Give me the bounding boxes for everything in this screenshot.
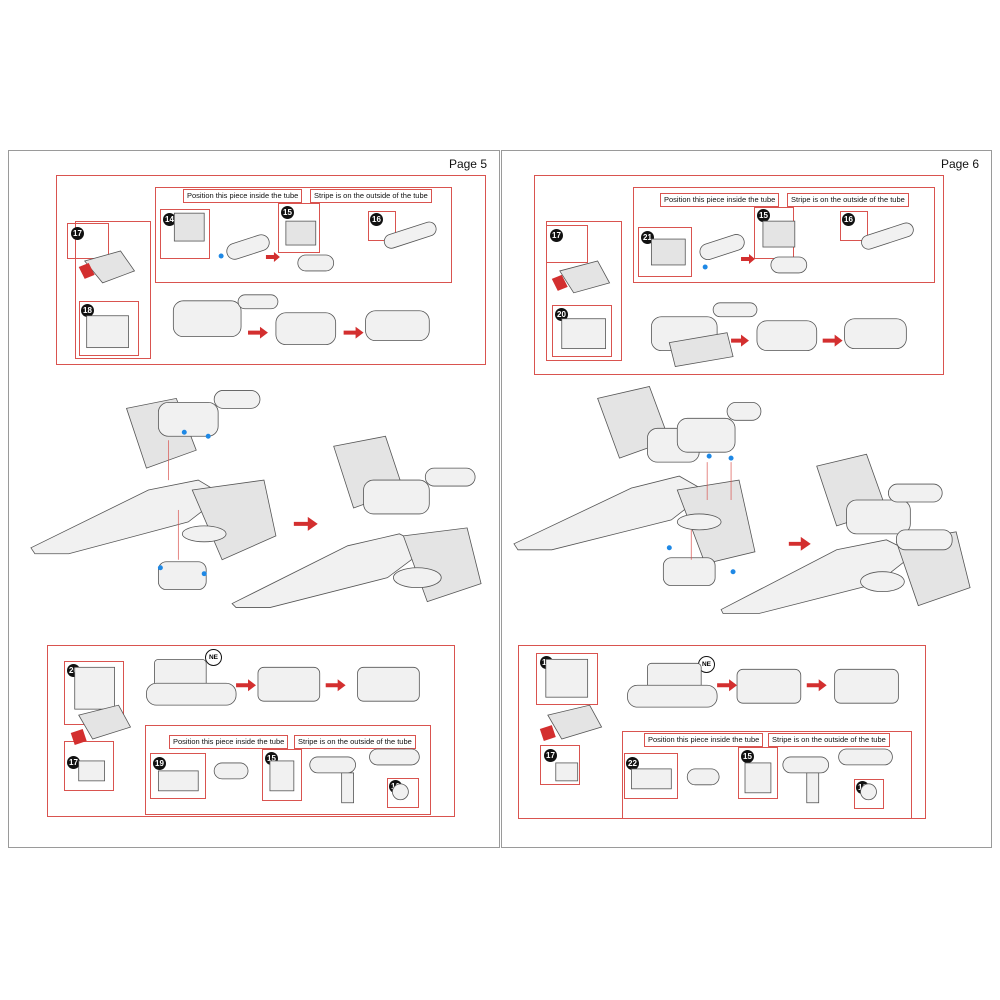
top-inner-box	[633, 187, 935, 283]
note-stripe-outside: Stripe is on the outside of the tube	[787, 193, 909, 207]
part-frame	[150, 753, 206, 799]
ne-badge: NE	[205, 649, 222, 666]
top-side-box	[546, 221, 622, 361]
bottom-inner-box	[622, 731, 912, 819]
top-side-box	[75, 221, 151, 359]
part-frame	[546, 225, 588, 263]
part-frame	[262, 749, 302, 801]
x-wing-model-icon	[720, 453, 971, 614]
part-frame	[854, 779, 884, 809]
page-label: Page 6	[940, 157, 979, 171]
top-assembly-box	[56, 175, 486, 365]
part-frame	[79, 301, 139, 356]
tube-part-icon	[650, 220, 914, 367]
part-frame	[64, 741, 114, 791]
tube-part-icon	[172, 212, 437, 346]
part-frame	[368, 211, 396, 241]
step-badge: 16	[842, 213, 855, 226]
x-wing-assembly-illustration	[30, 212, 482, 804]
part-frame	[67, 223, 109, 259]
part-frame	[540, 745, 580, 785]
step-badge: 15	[757, 209, 770, 222]
step-badge: 15	[741, 750, 754, 763]
note-inside-tube: Position this piece inside the tube	[644, 733, 764, 747]
part-frame	[387, 778, 419, 808]
x-wing-model-icon	[30, 390, 277, 591]
step-badge: 16	[370, 213, 383, 226]
note-stripe-outside: Stripe is on the outside of the tube	[768, 733, 890, 747]
step-badge: 22	[626, 757, 639, 770]
page-label: Page 5	[448, 157, 487, 171]
part-frame	[552, 305, 612, 357]
note-inside-tube: Position this piece inside the tube	[660, 193, 780, 207]
top-inner-box	[155, 187, 452, 283]
x-wing-model-icon	[513, 385, 762, 587]
bottom-inner-box	[145, 725, 431, 815]
note-inside-tube: Position this piece inside the tube	[169, 735, 289, 749]
part-frame	[624, 753, 678, 799]
part-frame	[278, 203, 320, 253]
step-badge: 18	[81, 304, 94, 317]
step-badge: 15	[281, 206, 294, 219]
arrow-right-icon	[731, 254, 843, 347]
note-inside-tube: Position this piece inside the tube	[183, 189, 303, 203]
step-badge: 20	[555, 308, 568, 321]
step-badge: 17	[67, 756, 80, 769]
x-wing-model-icon	[231, 435, 482, 608]
bottom-assembly-box	[47, 645, 455, 817]
step-badge: 14	[163, 213, 176, 226]
step-badge: 17	[550, 229, 563, 242]
step-badge: 21	[641, 231, 654, 244]
step-badge: 17	[71, 227, 84, 240]
part-frame	[840, 211, 868, 241]
note-stripe-outside: Stripe is on the outside of the tube	[294, 735, 416, 749]
instruction-page-6: Page 6 Position this piece inside the tu…	[501, 150, 992, 848]
instruction-page-5: Page 5 Position this piece inside the tu…	[8, 150, 500, 848]
top-assembly-box	[534, 175, 944, 375]
part-frame	[638, 227, 692, 277]
note-stripe-outside: Stripe is on the outside of the tube	[310, 189, 432, 203]
part-frame	[160, 209, 210, 259]
part-frame	[738, 747, 778, 799]
step-badge: 17	[544, 749, 557, 762]
arrow-right-icon	[248, 252, 364, 339]
x-wing-assembly-illustration	[513, 220, 971, 804]
step-badge: 19	[153, 757, 166, 770]
bottom-side-box	[536, 653, 598, 705]
